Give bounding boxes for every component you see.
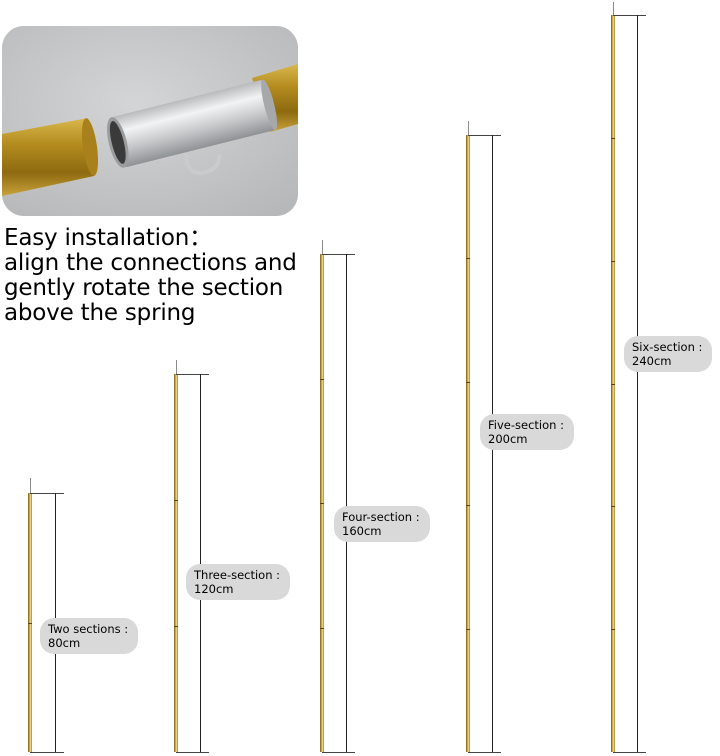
section-joint [466, 381, 470, 383]
measure-cap-bottom [613, 752, 646, 753]
section-joint [174, 500, 178, 501]
connector-closeup-image [2, 26, 298, 216]
section-joint [466, 258, 470, 260]
connector-illustration [2, 26, 298, 216]
measure-cap-bottom [176, 752, 209, 753]
section-joint [466, 628, 470, 630]
measure-cap-top [176, 374, 209, 375]
pole-label-name: Two sections : [48, 622, 129, 636]
section-joint [320, 378, 324, 380]
pole-tip [322, 240, 323, 255]
section-joint [611, 629, 615, 631]
pole-label-length: 80cm [48, 636, 81, 650]
measure-cap-top [613, 15, 646, 16]
measure-cap-bottom [322, 752, 355, 753]
measure-line [346, 254, 347, 752]
pole-label-length: 240cm [632, 354, 672, 368]
installation-instructions: Easy installation： align the connections… [4, 226, 297, 326]
headline-line-1: Easy installation： [4, 225, 212, 251]
pole-rod [466, 135, 470, 752]
pole-label-name: Five-section : [488, 418, 564, 432]
section-joint [466, 505, 470, 507]
pole-label: Five-section : 200cm [480, 414, 574, 450]
measure-cap-top [322, 254, 355, 255]
headline-line-3: gently rotate the section [4, 275, 284, 301]
section-joint [611, 137, 615, 139]
section-joint [611, 260, 615, 262]
headline-line-2: align the connections and [4, 250, 297, 276]
measure-cap-bottom [30, 752, 64, 753]
pole-label: Two sections : 80cm [40, 618, 139, 654]
pole-label-length: 160cm [342, 524, 382, 538]
measure-line [637, 15, 638, 752]
pole-tip [176, 360, 177, 375]
section-joint [320, 627, 324, 629]
pole-label: Six-section : 240cm [624, 336, 713, 372]
pole-label-length: 120cm [194, 582, 234, 596]
section-joint [611, 383, 615, 385]
section-joint [174, 626, 178, 627]
pole-label-length: 200cm [488, 432, 528, 446]
pole-label: Four-section : 160cm [334, 506, 430, 542]
brass-tube-left [2, 118, 94, 196]
section-joint [611, 506, 615, 508]
pole-tip [468, 121, 469, 136]
measure-line [200, 374, 201, 752]
headline-line-4: above the spring [4, 300, 196, 326]
pole-label: Three-section : 120cm [186, 564, 291, 600]
measure-cap-top [30, 493, 64, 494]
pole-label-name: Three-section : [194, 568, 281, 582]
silver-sleeve [107, 79, 278, 176]
pole-tip [30, 478, 31, 494]
measure-cap-top [468, 135, 501, 136]
section-joint [28, 622, 32, 624]
section-joint [320, 503, 324, 504]
pole-rod [174, 374, 178, 752]
pole-tip [613, 2, 614, 16]
pole-label-name: Six-section : [632, 340, 703, 354]
measure-cap-bottom [468, 752, 501, 753]
pole-label-name: Four-section : [342, 510, 420, 524]
